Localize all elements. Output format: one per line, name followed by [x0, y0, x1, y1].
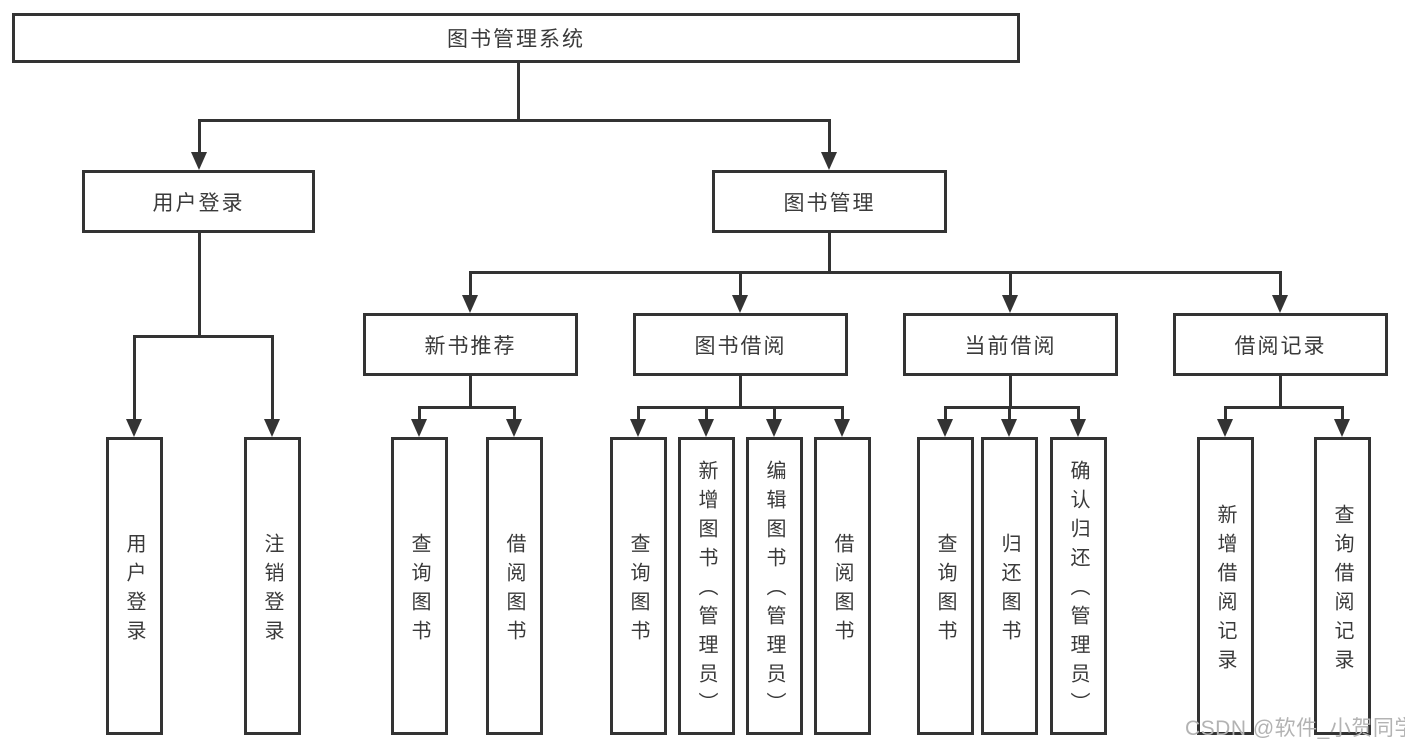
- node-book-management: 图书管理: [712, 170, 947, 233]
- connector-arrow-line: [1340, 407, 1344, 421]
- leaf-add-book-admin: 新增图书（管理员）: [677, 437, 735, 735]
- connector-group-hline: [943, 405, 1080, 409]
- arrow-down-icon: [1272, 295, 1288, 313]
- arrow-down-icon: [1217, 419, 1233, 437]
- connector-arrow-line: [1076, 407, 1080, 421]
- leaf-query-book-current: 查询图书: [916, 437, 974, 735]
- arrow-down-icon: [821, 152, 837, 170]
- node-new-book-recommend: 新书推荐: [363, 313, 578, 376]
- leaf-confirm-return-admin: 确认归还（管理员）: [1049, 437, 1107, 735]
- connector-arrow-line: [704, 407, 708, 421]
- connector-group-hline: [1223, 405, 1344, 409]
- leaf-edit-book-admin: 编辑图书（管理员）: [745, 437, 803, 735]
- leaf-query-book-borrow: 查询图书: [609, 437, 667, 735]
- node-library-management-system: 图书管理系统: [12, 13, 1020, 63]
- connector-level2-hline: [468, 270, 1282, 274]
- arrow-down-icon: [732, 295, 748, 313]
- arrow-down-icon: [1001, 419, 1017, 437]
- node-borrow-record: 借阅记录: [1173, 313, 1388, 376]
- arrow-down-icon: [191, 152, 207, 170]
- leaf-logout: 注销登录: [243, 437, 301, 735]
- connector-arrow-line: [132, 336, 136, 419]
- connector-group-stub: [468, 376, 472, 407]
- arrow-down-icon: [1334, 419, 1350, 437]
- arrow-down-icon: [937, 419, 953, 437]
- arrow-down-icon: [766, 419, 782, 437]
- leaf-borrow-book: 借阅图书: [813, 437, 871, 735]
- arrow-down-icon: [462, 295, 478, 313]
- leaf-query-book-recommend: 查询图书: [390, 437, 448, 735]
- leaf-query-borrow-record: 查询借阅记录: [1313, 437, 1371, 735]
- arrow-down-icon: [1070, 419, 1086, 437]
- leaf-add-borrow-record: 新增借阅记录: [1196, 437, 1254, 735]
- arrow-down-icon: [264, 419, 280, 437]
- connector-level1-hline: [197, 118, 831, 122]
- connector-arrow-line: [840, 407, 844, 421]
- node-book-borrow: 图书借阅: [633, 313, 848, 376]
- connector-group-stub: [1278, 376, 1282, 407]
- connector-arrow-line: [1007, 407, 1011, 421]
- leaf-borrow-book-recommend: 借阅图书: [485, 437, 543, 735]
- connector-arrow-line: [197, 120, 201, 154]
- connector-arrow-line: [468, 272, 472, 297]
- arrow-down-icon: [698, 419, 714, 437]
- connector-arrow-line: [270, 336, 274, 419]
- leaf-user-login: 用户登录: [105, 437, 163, 735]
- connector-arrow-line: [772, 407, 776, 421]
- node-user-login: 用户登录: [82, 170, 315, 233]
- arrow-down-icon: [834, 419, 850, 437]
- connector-arrow-line: [738, 272, 742, 297]
- connector-group-hline: [417, 405, 516, 409]
- connector-userlogin-hline: [132, 334, 274, 338]
- connector-arrow-line: [1008, 272, 1012, 297]
- arrow-down-icon: [1002, 295, 1018, 313]
- leaf-return-book: 归还图书: [980, 437, 1038, 735]
- connector-arrow-line: [1223, 407, 1227, 421]
- connector-root-stub: [516, 62, 520, 120]
- node-current-borrow: 当前借阅: [903, 313, 1118, 376]
- connector-group-stub: [738, 376, 742, 407]
- connector-arrow-line: [512, 407, 516, 421]
- connector-userlogin-stub: [197, 233, 201, 336]
- arrow-down-icon: [411, 419, 427, 437]
- connector-arrow-line: [636, 407, 640, 421]
- connector-arrow-line: [1278, 272, 1282, 297]
- connector-bookmgmt-stub: [827, 233, 831, 272]
- arrow-down-icon: [506, 419, 522, 437]
- connector-arrow-line: [417, 407, 421, 421]
- connector-arrow-line: [827, 120, 831, 154]
- arrow-down-icon: [126, 419, 142, 437]
- connector-arrow-line: [943, 407, 947, 421]
- arrow-down-icon: [630, 419, 646, 437]
- connector-group-stub: [1008, 376, 1012, 407]
- watermark: CSDN @软件_小贺同学: [1185, 717, 1405, 740]
- connector-group-hline: [636, 405, 844, 409]
